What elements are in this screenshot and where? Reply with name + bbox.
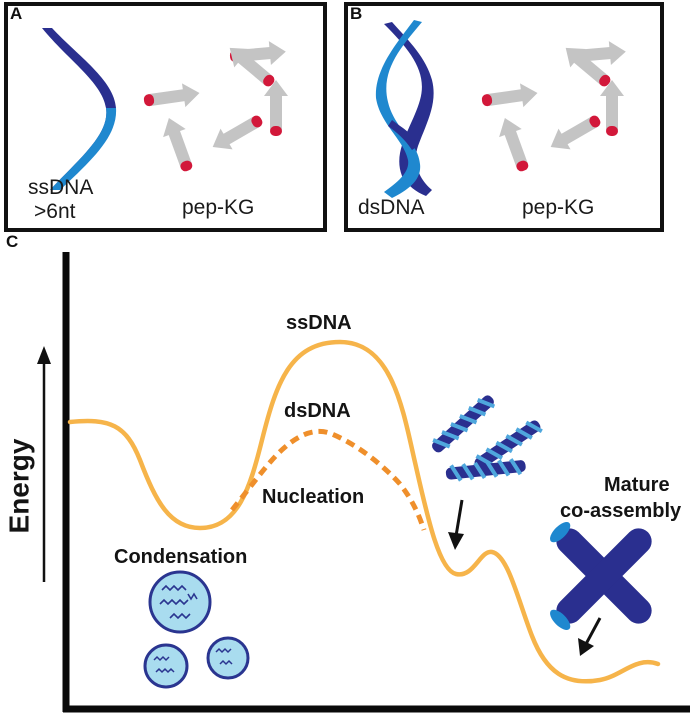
ssdna-length-label: >6nt xyxy=(34,200,76,223)
y-axis-label: Energy xyxy=(3,438,35,534)
peptide-icon xyxy=(600,80,624,136)
peptide-icon xyxy=(142,81,202,113)
peptide-icon xyxy=(206,108,268,158)
peptide-icon xyxy=(493,113,536,175)
dsdna-curve-label: dsDNA xyxy=(284,400,351,422)
mature-coassembly-cross-icon xyxy=(550,522,652,630)
panel-c-letter: C xyxy=(6,232,19,251)
peptide-icon xyxy=(557,38,617,94)
condensate-small-right-icon xyxy=(206,636,250,680)
condensate-small-left-icon xyxy=(143,643,189,689)
energy-curve-ssdna xyxy=(67,339,661,684)
arrow-down-fibril-icon xyxy=(448,499,464,550)
pep-kg-label-a: pep-KG xyxy=(182,196,255,219)
panel-b-frame xyxy=(344,2,664,232)
panel-a-frame xyxy=(4,2,327,232)
peptide-icon xyxy=(480,81,540,113)
helical-fibrils-icon xyxy=(432,395,543,482)
energy-arrow-icon xyxy=(37,346,51,582)
peptide-icon xyxy=(264,80,288,136)
dsdna-label: dsDNA xyxy=(358,196,425,219)
ssdna-curve-label: ssDNA xyxy=(286,312,352,334)
condensation-label: Condensation xyxy=(114,546,248,568)
arrow-down-mature-icon xyxy=(578,617,602,656)
panel-a-letter: A xyxy=(10,4,23,23)
dsdna-helix-icon xyxy=(375,20,434,198)
condensate-droplets xyxy=(143,570,250,689)
peptide-cluster-b xyxy=(480,38,627,175)
energy-curve-dsdna xyxy=(230,428,427,531)
peptide-cluster-a xyxy=(142,38,288,175)
condensate-large-icon xyxy=(148,570,212,634)
nucleation-label: Nucleation xyxy=(262,486,365,508)
mature-label: Mature xyxy=(604,474,670,496)
peptide-icon xyxy=(157,113,200,175)
panel-b-letter: B xyxy=(350,4,363,23)
pep-kg-label-b: pep-KG xyxy=(522,196,595,219)
co-assembly-label: co-assembly xyxy=(560,500,682,522)
ssdna-strand-icon xyxy=(42,28,117,190)
peptide-icon xyxy=(544,108,606,158)
ssdna-label: ssDNA xyxy=(28,176,94,199)
